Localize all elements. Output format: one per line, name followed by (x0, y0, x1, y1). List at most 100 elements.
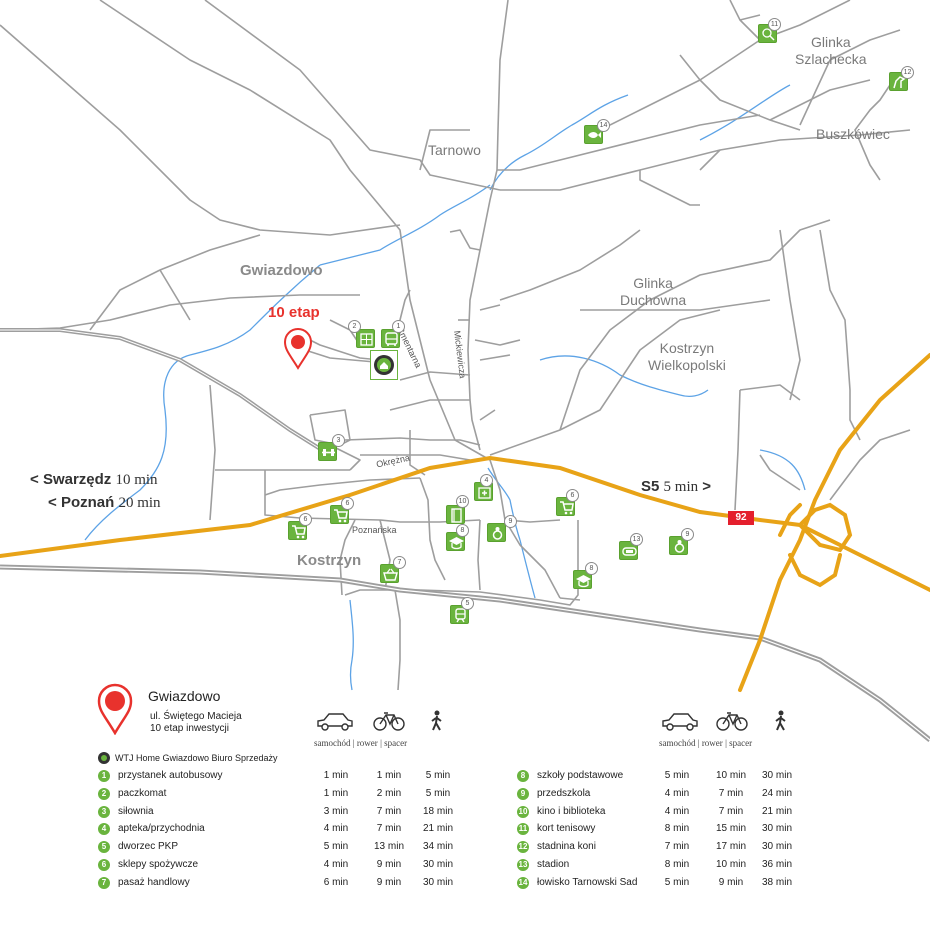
walk-icon (431, 710, 442, 731)
legend-time-bike: 10 min (715, 770, 746, 781)
legend-pin (97, 683, 133, 740)
street-poznanska: Poznańska (352, 525, 397, 535)
separator: | (380, 738, 382, 748)
rivers (84, 84, 806, 691)
separator: | (352, 738, 355, 748)
legend-time-car: 7 min (664, 841, 690, 853)
legend-number-badge: 7 (98, 876, 110, 889)
poi-number: 10 (456, 495, 469, 508)
mode-walk: spacer (729, 738, 753, 748)
legend-number-badge: 8 (517, 770, 529, 782)
legend-site-street: ul. Świętego Macieja (150, 711, 242, 722)
poi-marker[interactable] (381, 329, 400, 348)
place-kostrzyn-wielkopolski: Kostrzyn Wielkopolski (648, 340, 726, 374)
car-icon (662, 713, 698, 731)
legend-time-bike: 7 min (718, 787, 744, 799)
cart-icon (334, 509, 348, 523)
poi-number: 4 (480, 474, 493, 487)
poi-number: 8 (456, 524, 469, 537)
tennis-icon (762, 28, 775, 41)
parcel-locker-icon (360, 333, 373, 346)
direction-swarzedz: < Swarzędz 10 min (30, 471, 158, 489)
legend-time-bike: 9 min (376, 859, 402, 870)
train-icon (455, 608, 466, 623)
legend-time-car: 6 min (323, 876, 349, 888)
legend-time-bike: 9 min (718, 876, 744, 888)
legend-item-name: pasaż handlowy (118, 876, 190, 888)
mode-car: samochód (659, 738, 696, 748)
poi-marker[interactable] (450, 605, 469, 624)
poi-marker[interactable] (330, 505, 349, 524)
poi-marker[interactable] (380, 564, 399, 583)
poi-number: 14 (597, 119, 610, 132)
legend-time-car: 8 min (664, 859, 690, 870)
poi-marker[interactable] (318, 442, 337, 461)
basket-icon (383, 568, 398, 581)
poi-marker[interactable] (573, 570, 592, 589)
poi-number: 12 (901, 66, 914, 79)
fish-icon (588, 132, 601, 138)
mode-header-right: samochód | rower | spacer (659, 738, 752, 748)
legend-time-car: 4 min (664, 805, 690, 817)
legend-time-car: 8 min (664, 823, 690, 835)
poi-number: 9 (681, 528, 694, 541)
location-pin-icon (97, 683, 133, 736)
poi-number: 2 (348, 320, 361, 333)
poi-number: 3 (332, 434, 345, 447)
poi-number: 6 (341, 497, 354, 510)
poi-marker[interactable] (288, 521, 307, 540)
place-kostrzyn: Kostrzyn (297, 552, 362, 569)
legend-site-stage: 10 etap inwestycji (150, 723, 229, 734)
poi-marker[interactable] (669, 536, 688, 555)
pacifier-icon (674, 540, 685, 553)
legend-time-bike: 9 min (376, 876, 402, 888)
legend-time-car: 3 min (323, 805, 349, 817)
stadium-icon (622, 547, 637, 556)
legend-site-name: Gwiazdowo (148, 688, 221, 704)
school-icon (449, 537, 464, 550)
separator: | (697, 738, 700, 748)
legend-time-bike: 7 min (718, 805, 744, 817)
legend-time-car: 1 min (323, 787, 349, 799)
poi-number: 7 (393, 556, 406, 569)
legend-time-walk: 30 min (422, 859, 453, 870)
poi-marker[interactable] (356, 329, 375, 348)
place-line-2: Duchowna (620, 292, 687, 308)
legend-number-badge: 14 (517, 876, 529, 889)
road-92-shield: 92 (728, 511, 754, 525)
place-glinka-duchowna: Glinka Duchowna (620, 275, 686, 309)
legend-time-bike: 10 min (715, 859, 746, 870)
walk-icon (775, 710, 786, 731)
poi-marker[interactable] (619, 541, 638, 560)
office-icon (98, 752, 110, 764)
direction-name: Poznań (60, 494, 115, 511)
railway (0, 328, 930, 742)
legend-item-name: kort tenisowy (537, 823, 596, 835)
legend-number-badge: 6 (98, 859, 110, 871)
legend-time-bike: 7 min (376, 805, 402, 817)
legend-time-walk: 21 min (422, 823, 453, 835)
legend-number-badge: 5 (98, 841, 110, 854)
location-pin-map[interactable] (283, 328, 313, 370)
legend-number-badge: 9 (517, 787, 529, 800)
place-line-2: Wielkopolski (648, 357, 726, 373)
poi-marker[interactable] (446, 505, 465, 524)
legend-time-bike: 13 min (373, 841, 404, 853)
book-icon (451, 508, 462, 523)
dumbbell-icon (322, 449, 335, 456)
arrow-left-icon: < (48, 494, 57, 511)
legend-time-walk: 36 min (761, 859, 792, 870)
cart-icon (560, 501, 574, 515)
sales-office-icon (374, 355, 394, 375)
direction-time: 10 min (115, 472, 158, 488)
poi-marker[interactable] (487, 523, 506, 542)
poi-number: 8 (585, 562, 598, 575)
poi-number: 13 (630, 533, 643, 546)
legend-number-badge: 12 (517, 841, 529, 854)
poi-number: 6 (299, 513, 312, 526)
legend-item-name: sklepy spożywcze (118, 859, 199, 870)
sales-office-marker[interactable] (370, 350, 398, 380)
place-line-1: Kostrzyn (659, 340, 715, 356)
poi-number: 1 (392, 320, 405, 333)
